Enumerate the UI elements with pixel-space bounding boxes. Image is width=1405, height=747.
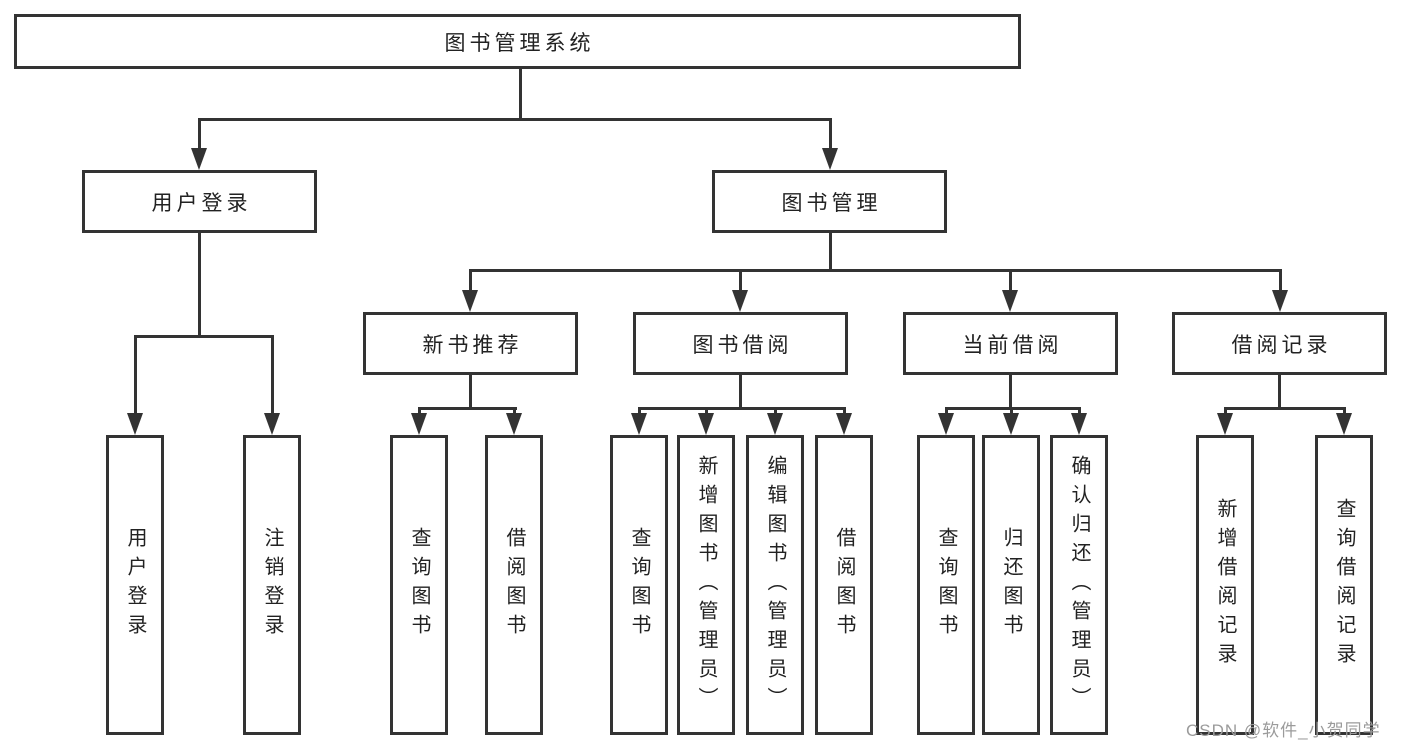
node-borrow-records: 借阅记录	[1172, 312, 1387, 375]
connector-user-stem	[198, 233, 201, 338]
leaf-label: 借阅图书	[503, 527, 525, 643]
connector-drop-leaf	[271, 335, 274, 417]
arrow-down-icon	[506, 413, 522, 435]
node-new-book-recommend: 新书推荐	[363, 312, 578, 375]
node-root: 图书管理系统	[14, 14, 1021, 69]
connector-user-bar	[134, 335, 274, 338]
connector-borrow-stem	[739, 375, 742, 410]
arrow-down-icon	[822, 148, 838, 170]
leaf-label: 查询图书	[628, 527, 650, 643]
node-user-login: 用户登录	[82, 170, 317, 233]
leaf-borrow-books: 借阅图书	[815, 435, 873, 735]
connector-drop-book	[829, 118, 832, 151]
leaf-label: 注销登录	[261, 527, 283, 643]
leaf-return-books: 归还图书	[982, 435, 1040, 735]
leaf-add-borrow-record: 新增借阅记录	[1196, 435, 1254, 735]
leaf-query-books: 查询图书	[390, 435, 448, 735]
connector-drop-leaf	[134, 335, 137, 417]
arrow-down-icon	[836, 413, 852, 435]
arrow-down-icon	[698, 413, 714, 435]
connector-book-stem	[829, 233, 832, 272]
arrow-down-icon	[264, 413, 280, 435]
leaf-query-books: 查询图书	[610, 435, 668, 735]
leaf-label: 查询借阅记录	[1333, 498, 1355, 672]
leaf-label: 用户登录	[124, 527, 146, 643]
connector-records-bar	[1224, 407, 1346, 410]
arrow-down-icon	[462, 290, 478, 312]
arrow-down-icon	[1003, 413, 1019, 435]
leaf-edit-books-admin: 编辑图书（管理员）	[746, 435, 804, 735]
connector-drop-l3	[1279, 269, 1282, 293]
leaf-confirm-return-admin: 确认归还（管理员）	[1050, 435, 1108, 735]
leaf-query-borrow-record: 查询借阅记录	[1315, 435, 1373, 735]
node-new-book-recommend-label: 新书推荐	[422, 333, 523, 357]
node-book-management: 图书管理	[712, 170, 947, 233]
node-root-label: 图书管理系统	[444, 31, 595, 55]
leaf-user-login: 用户登录	[106, 435, 164, 735]
leaf-label: 归还图书	[1000, 527, 1022, 643]
arrow-down-icon	[1336, 413, 1352, 435]
leaf-query-books: 查询图书	[917, 435, 975, 735]
connector-root-bar	[198, 118, 831, 121]
connector-root-stem	[519, 69, 522, 120]
arrow-down-icon	[1002, 290, 1018, 312]
connector-drop-user	[198, 118, 201, 151]
arrow-down-icon	[1071, 413, 1087, 435]
leaf-label: 新增图书（管理员）	[695, 454, 717, 716]
connector-records-stem	[1278, 375, 1281, 410]
leaf-logout: 注销登录	[243, 435, 301, 735]
connector-book-bar	[469, 269, 1282, 272]
watermark: CSDN @软件_小贺同学	[1186, 721, 1381, 740]
node-user-login-label: 用户登录	[151, 191, 252, 215]
arrow-down-icon	[767, 413, 783, 435]
leaf-add-books-admin: 新增图书（管理员）	[677, 435, 735, 735]
arrow-down-icon	[938, 413, 954, 435]
arrow-down-icon	[191, 148, 207, 170]
leaf-label: 查询图书	[935, 527, 957, 643]
arrow-down-icon	[1217, 413, 1233, 435]
leaf-label: 新增借阅记录	[1214, 498, 1236, 672]
arrow-down-icon	[732, 290, 748, 312]
node-current-borrow-label: 当前借阅	[962, 333, 1063, 357]
node-current-borrow: 当前借阅	[903, 312, 1118, 375]
leaf-label: 编辑图书（管理员）	[764, 454, 786, 716]
arrow-down-icon	[631, 413, 647, 435]
node-book-borrow: 图书借阅	[633, 312, 848, 375]
node-book-borrow-label: 图书借阅	[692, 333, 793, 357]
connector-drop-l3	[1009, 269, 1012, 293]
connector-borrow-bar	[638, 407, 846, 410]
connector-current-stem	[1009, 375, 1012, 410]
arrow-down-icon	[411, 413, 427, 435]
node-borrow-records-label: 借阅记录	[1231, 333, 1332, 357]
leaf-label: 确认归还（管理员）	[1068, 454, 1090, 716]
arrow-down-icon	[1272, 290, 1288, 312]
node-book-management-label: 图书管理	[781, 191, 882, 215]
connector-drop-l3	[739, 269, 742, 293]
connector-drop-l3	[469, 269, 472, 293]
connector-newbooks-stem	[469, 375, 472, 410]
leaf-label: 借阅图书	[833, 527, 855, 643]
arrow-down-icon	[127, 413, 143, 435]
connector-newbooks-bar	[418, 407, 517, 410]
leaf-borrow-books: 借阅图书	[485, 435, 543, 735]
leaf-label: 查询图书	[408, 527, 430, 643]
